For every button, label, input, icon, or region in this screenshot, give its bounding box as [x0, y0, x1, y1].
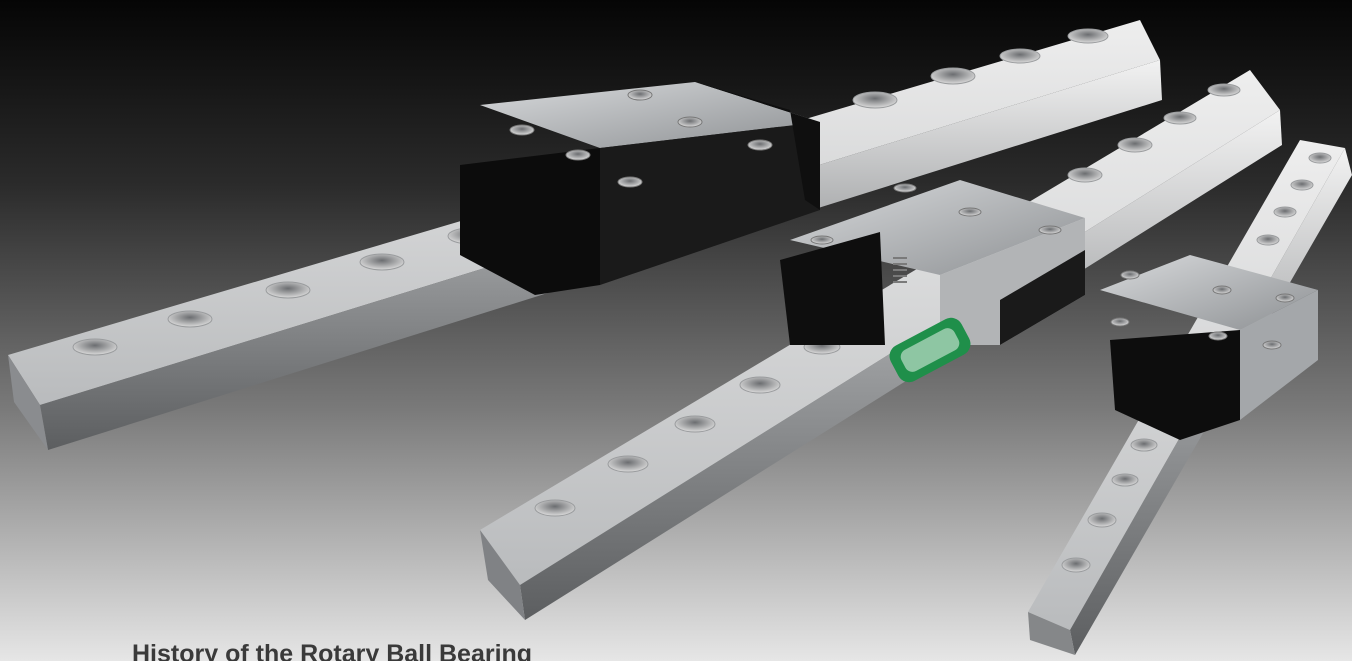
carriage-block-1 [460, 82, 820, 295]
caption-heading: History of the Rotary Ball Bearing [132, 640, 533, 661]
carriage-block-2 [780, 180, 1085, 383]
ball-retainer [889, 317, 971, 383]
spring [893, 257, 907, 283]
carriage-block-3 [1100, 255, 1318, 440]
